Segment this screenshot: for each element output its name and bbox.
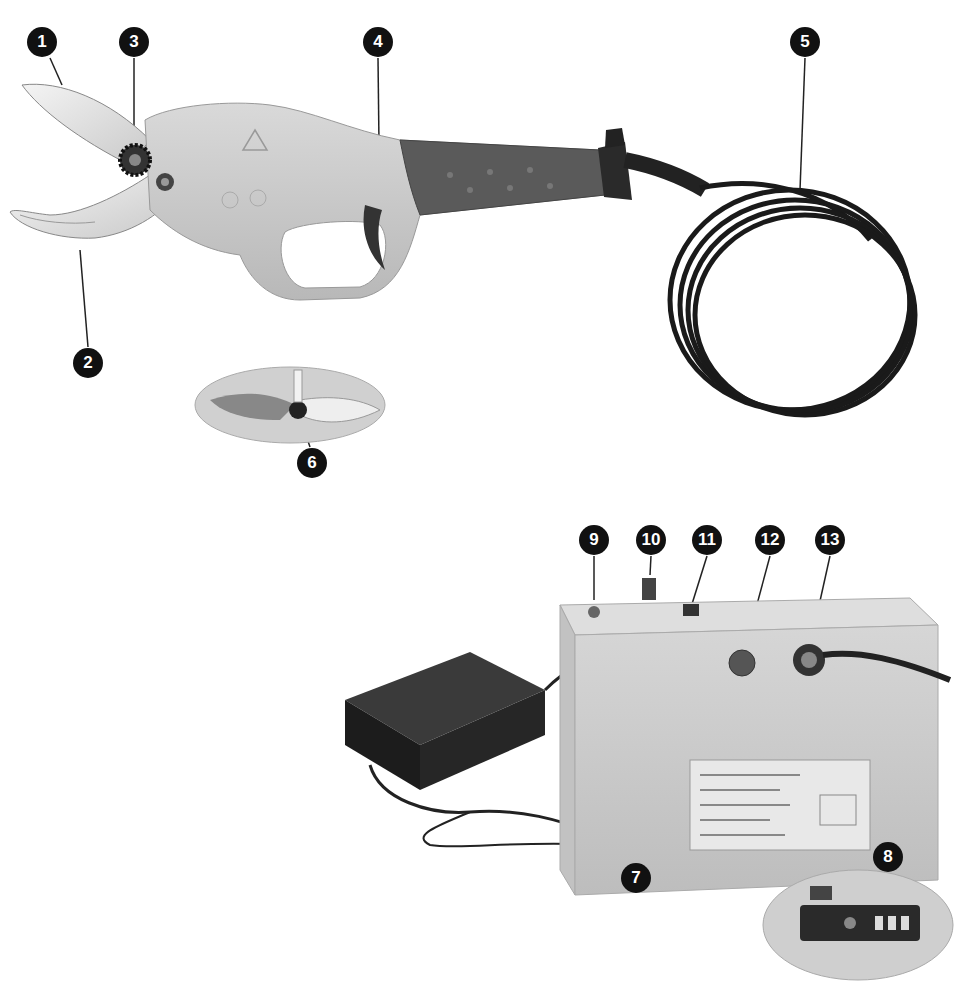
callout-number: 3 bbox=[119, 27, 149, 57]
cable-coil bbox=[670, 184, 915, 415]
callout-number: 10 bbox=[636, 525, 666, 555]
callout-number: 13 bbox=[815, 525, 845, 555]
leader-lines bbox=[50, 58, 886, 892]
callout-number: 5 bbox=[790, 27, 820, 57]
callout-number: 8 bbox=[873, 842, 903, 872]
callout-number: 1 bbox=[27, 27, 57, 57]
callout-number: 2 bbox=[73, 348, 103, 378]
adjust-gear bbox=[120, 145, 174, 191]
callout-number: 6 bbox=[297, 448, 327, 478]
callout-number: 7 bbox=[621, 863, 651, 893]
callout-number: 4 bbox=[363, 27, 393, 57]
battery-pack bbox=[560, 578, 950, 895]
callout-number: 11 bbox=[692, 525, 722, 555]
callout-number: 12 bbox=[755, 525, 785, 555]
callout-number: 9 bbox=[579, 525, 609, 555]
